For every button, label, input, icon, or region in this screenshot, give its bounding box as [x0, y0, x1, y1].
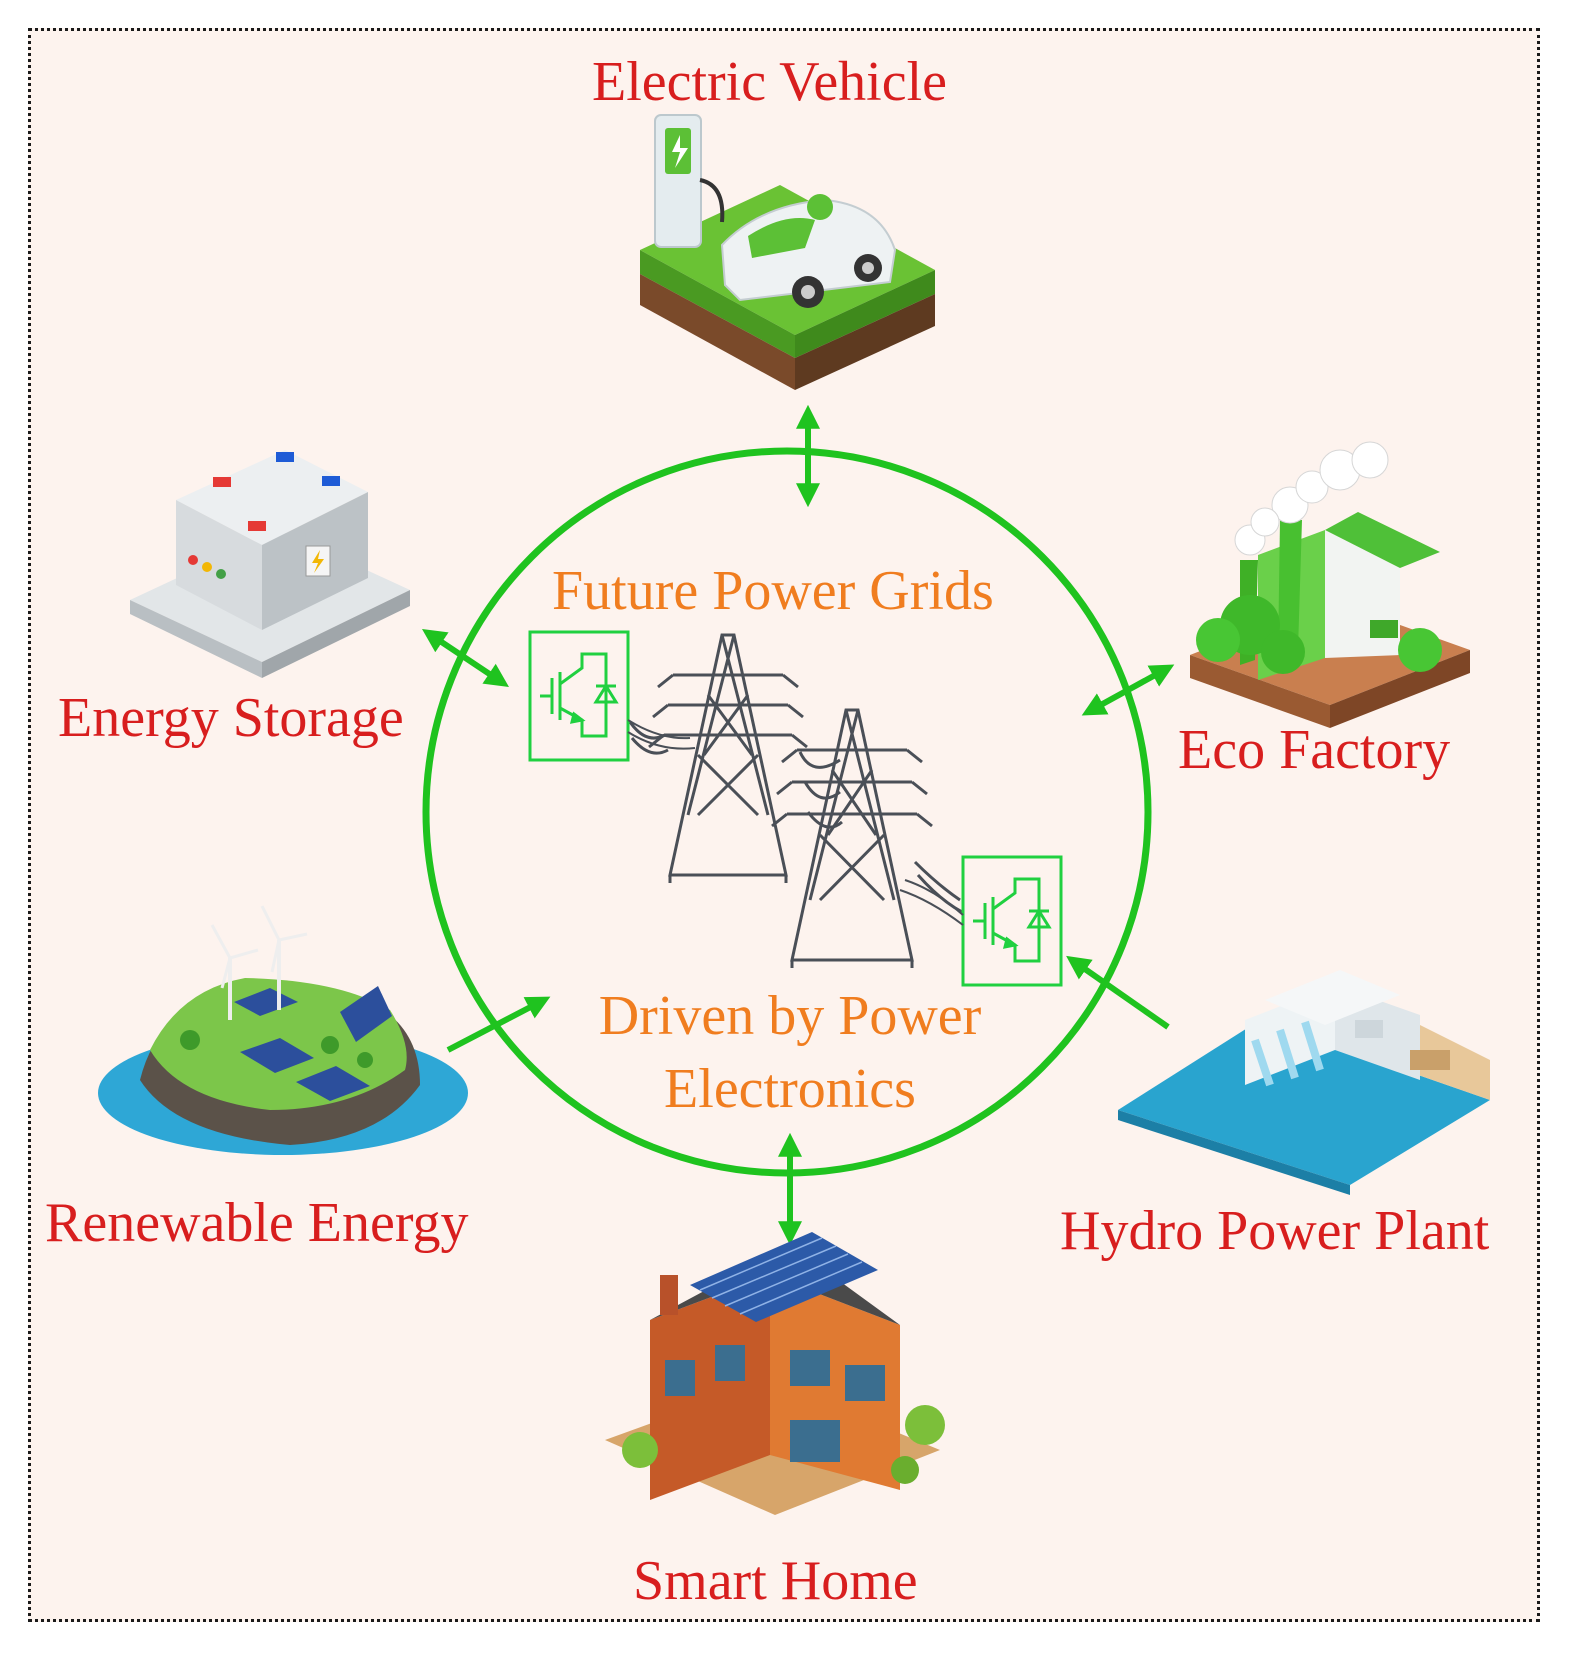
label-smart-home: Smart Home [633, 1550, 918, 1612]
label-energy-storage: Energy Storage [58, 687, 404, 749]
ev-charging-icon [640, 114, 935, 390]
eco-factory-icon [1190, 441, 1470, 728]
igbt-converter-icon [961, 855, 1063, 987]
hydro-dam-icon [1118, 970, 1490, 1195]
arrow-hydro-power-plant [1066, 955, 1170, 1030]
label-renewable-energy: Renewable Energy [45, 1192, 469, 1254]
converter-cable [899, 879, 964, 926]
arrow-energy-storage [422, 629, 509, 687]
label-hydro-power-plant: Hydro Power Plant [1060, 1200, 1490, 1262]
converter-cable [627, 719, 696, 750]
solar-wind-island-icon [98, 905, 468, 1155]
arrow-eco-factory [1081, 664, 1175, 716]
label-eco-factory: Eco Factory [1178, 719, 1451, 781]
center-subtitle-line2: Electronics [664, 1058, 916, 1120]
center-subtitle-line1: Driven by Power [598, 985, 982, 1047]
center-title: Future Power Grids [552, 560, 994, 622]
solar-house-icon [605, 1232, 945, 1515]
transmission-tower-icon [628, 633, 963, 968]
arrow-renewable-energy [446, 996, 551, 1053]
battery-storage-icon [130, 450, 410, 678]
igbt-converter-icon [528, 630, 630, 762]
label-electric-vehicle: Electric Vehicle [592, 51, 948, 113]
